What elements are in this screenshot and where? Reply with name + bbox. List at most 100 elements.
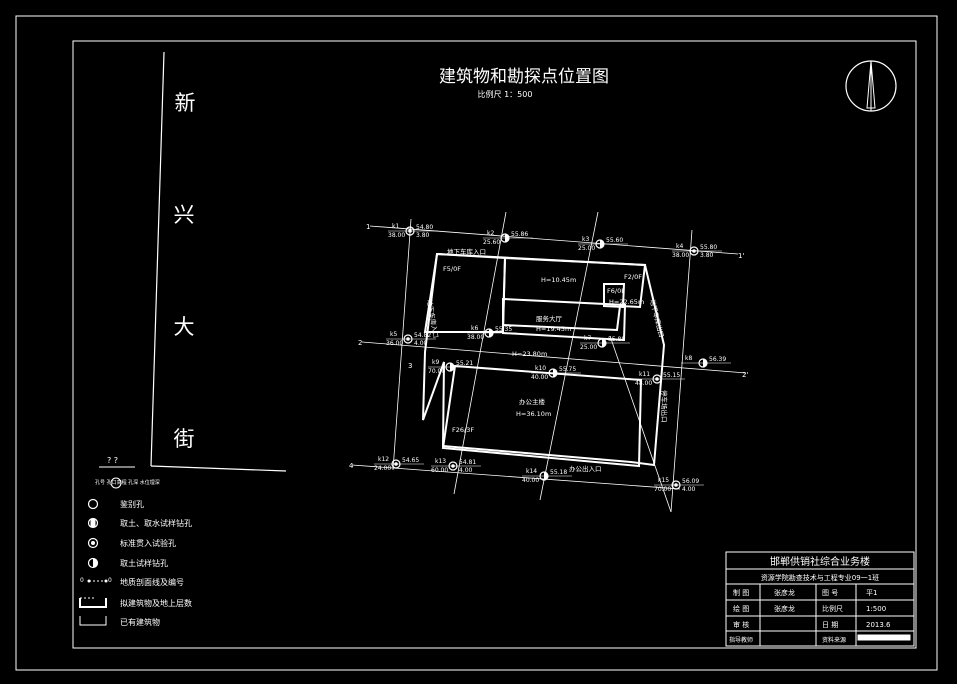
legend-symbol-existing-building (79, 616, 107, 626)
svg-text:0: 0 (80, 577, 84, 584)
tb-advisor: 指导教师 (729, 636, 753, 644)
borehole-id: k10 (535, 365, 546, 372)
borehole-elevation: 54.65 (402, 457, 419, 464)
borehole-elevation: 55.60 (606, 237, 623, 244)
borehole-depth: 40.00 (522, 477, 539, 484)
borehole-elevation: 55.86 (511, 231, 528, 238)
legend-symbol-soil-sample-hole (87, 557, 99, 569)
borehole-water: 3.80 (700, 252, 714, 259)
axis-label-4: 4 (349, 462, 354, 470)
tb-sheet-label: 资料来源 (822, 636, 846, 644)
street-char-2: 兴 (174, 203, 195, 227)
borehole-elevation: 54.82 (414, 332, 431, 339)
borehole-elevation: 55.15 (663, 372, 680, 379)
borehole-depth: 70.00 (428, 368, 445, 375)
drawing-title: 建筑物和勘探点位置图 (439, 67, 609, 87)
label-h-mid: H=23.80m (512, 350, 547, 358)
legend-header: ? ? (107, 456, 118, 465)
borehole-depth: 25.00 (578, 245, 595, 252)
borehole-k3: k3 25.00 55.60 (578, 236, 628, 252)
label-f-mid: F6/0F (607, 287, 625, 295)
street-char-1: 新 (175, 91, 196, 115)
legend-label-4: 取土试样钻孔 (120, 558, 168, 568)
street-char-4: 街 (174, 427, 195, 451)
borehole-elevation: 55.21 (456, 360, 473, 367)
label-basement-exit: 地下车库出口 (648, 298, 666, 338)
tb-r3-c1: 审 核 (733, 620, 749, 629)
label-parking-exit: 停车场出口 (660, 390, 669, 423)
borehole-k6: k6 38.00 55.35 (467, 325, 517, 341)
borehole-water: 4.00 (414, 340, 428, 347)
legend-symbol-proposed-building (79, 597, 107, 608)
tb-r2-c3: 比例尺 (822, 604, 843, 613)
legend-label-2: 取土、取水试样钻孔 (120, 518, 192, 528)
borehole-elevation: 55.75 (559, 366, 576, 373)
legend-symbol-section-line: 0 0 (80, 577, 112, 584)
borehole-elevation: 55.88 (608, 336, 625, 343)
legend-label-3: 标准贯入试验孔 (120, 538, 176, 548)
tb-r2-c1: 绘 图 (733, 604, 749, 613)
tb-r2-c2: 张彦龙 (774, 604, 795, 613)
borehole-depth: 25.60 (483, 239, 500, 246)
borehole-depth: 60.00 (431, 467, 448, 474)
label-office-entrance: 办公出入口 (569, 464, 602, 473)
borehole-k7: k7 25.00 55.88 (580, 335, 630, 351)
borehole-id: k12 (378, 456, 389, 463)
borehole-id: k15 (658, 477, 669, 484)
legend-label-6: 拟建筑物及地上层数 (120, 598, 192, 608)
legend-label-5: 地质剖面线及编号 (120, 577, 184, 587)
axis-label-2-prime: 2' (742, 371, 748, 379)
borehole-water: 4.00 (682, 486, 696, 493)
tb-r1-c2: 张彦龙 (774, 588, 795, 597)
borehole-id: k3 (582, 236, 589, 243)
street-boundary (150, 51, 287, 472)
outer-border (15, 15, 938, 671)
label-h-hall: H=19.45m (536, 325, 571, 333)
axis-label-1: 1 (366, 223, 370, 231)
borehole-depth: 38.00 (672, 252, 689, 259)
tb-r1-c4: 平1 (866, 589, 877, 597)
borehole-id: k11 (639, 371, 650, 378)
title-block (725, 551, 915, 647)
borehole-id: k8 (685, 355, 692, 362)
borehole-id: k7 (584, 335, 591, 342)
axis-label-3: 3 (408, 362, 412, 370)
borehole-id: k1 (392, 223, 399, 230)
tb-r2-c4: 1:500 (866, 605, 886, 613)
borehole-id: k13 (435, 458, 446, 465)
label-main-building: 办公主楼 (519, 397, 546, 406)
project-name: 邯郸供销社综合业务楼 (770, 555, 870, 568)
legend-sample-circle (110, 477, 122, 489)
borehole-id: k4 (676, 243, 683, 250)
borehole-elevation: 55.35 (495, 326, 512, 333)
borehole-id: k14 (526, 468, 537, 475)
borehole-elevation: 54.81 (459, 459, 476, 466)
legend-symbol-spt-hole (87, 537, 99, 549)
borehole-id: k2 (487, 230, 494, 237)
borehole-depth: 38.00 (467, 334, 484, 341)
borehole-depth: 24.00 (374, 465, 391, 472)
legend-label-1: 鉴别孔 (120, 499, 144, 509)
tb-r3-c4: 2013.6 (866, 621, 891, 629)
label-basement-entrance: 地下车库入口 (447, 247, 486, 256)
north-arrow-icon (845, 60, 897, 112)
label-h-upper: H=10.45m (541, 276, 576, 284)
borehole-depth: 25.00 (580, 344, 597, 351)
legend-symbol-soil-water-hole (87, 517, 99, 529)
borehole-elevation: 54.80 (416, 224, 433, 231)
borehole-id: k6 (471, 325, 478, 332)
label-h-main: H=36.10m (516, 410, 551, 418)
proposed-buildings (422, 252, 666, 468)
borehole-depth: 70.00 (654, 486, 671, 493)
borehole-depth: 40.00 (531, 374, 548, 381)
inner-border (72, 40, 917, 649)
